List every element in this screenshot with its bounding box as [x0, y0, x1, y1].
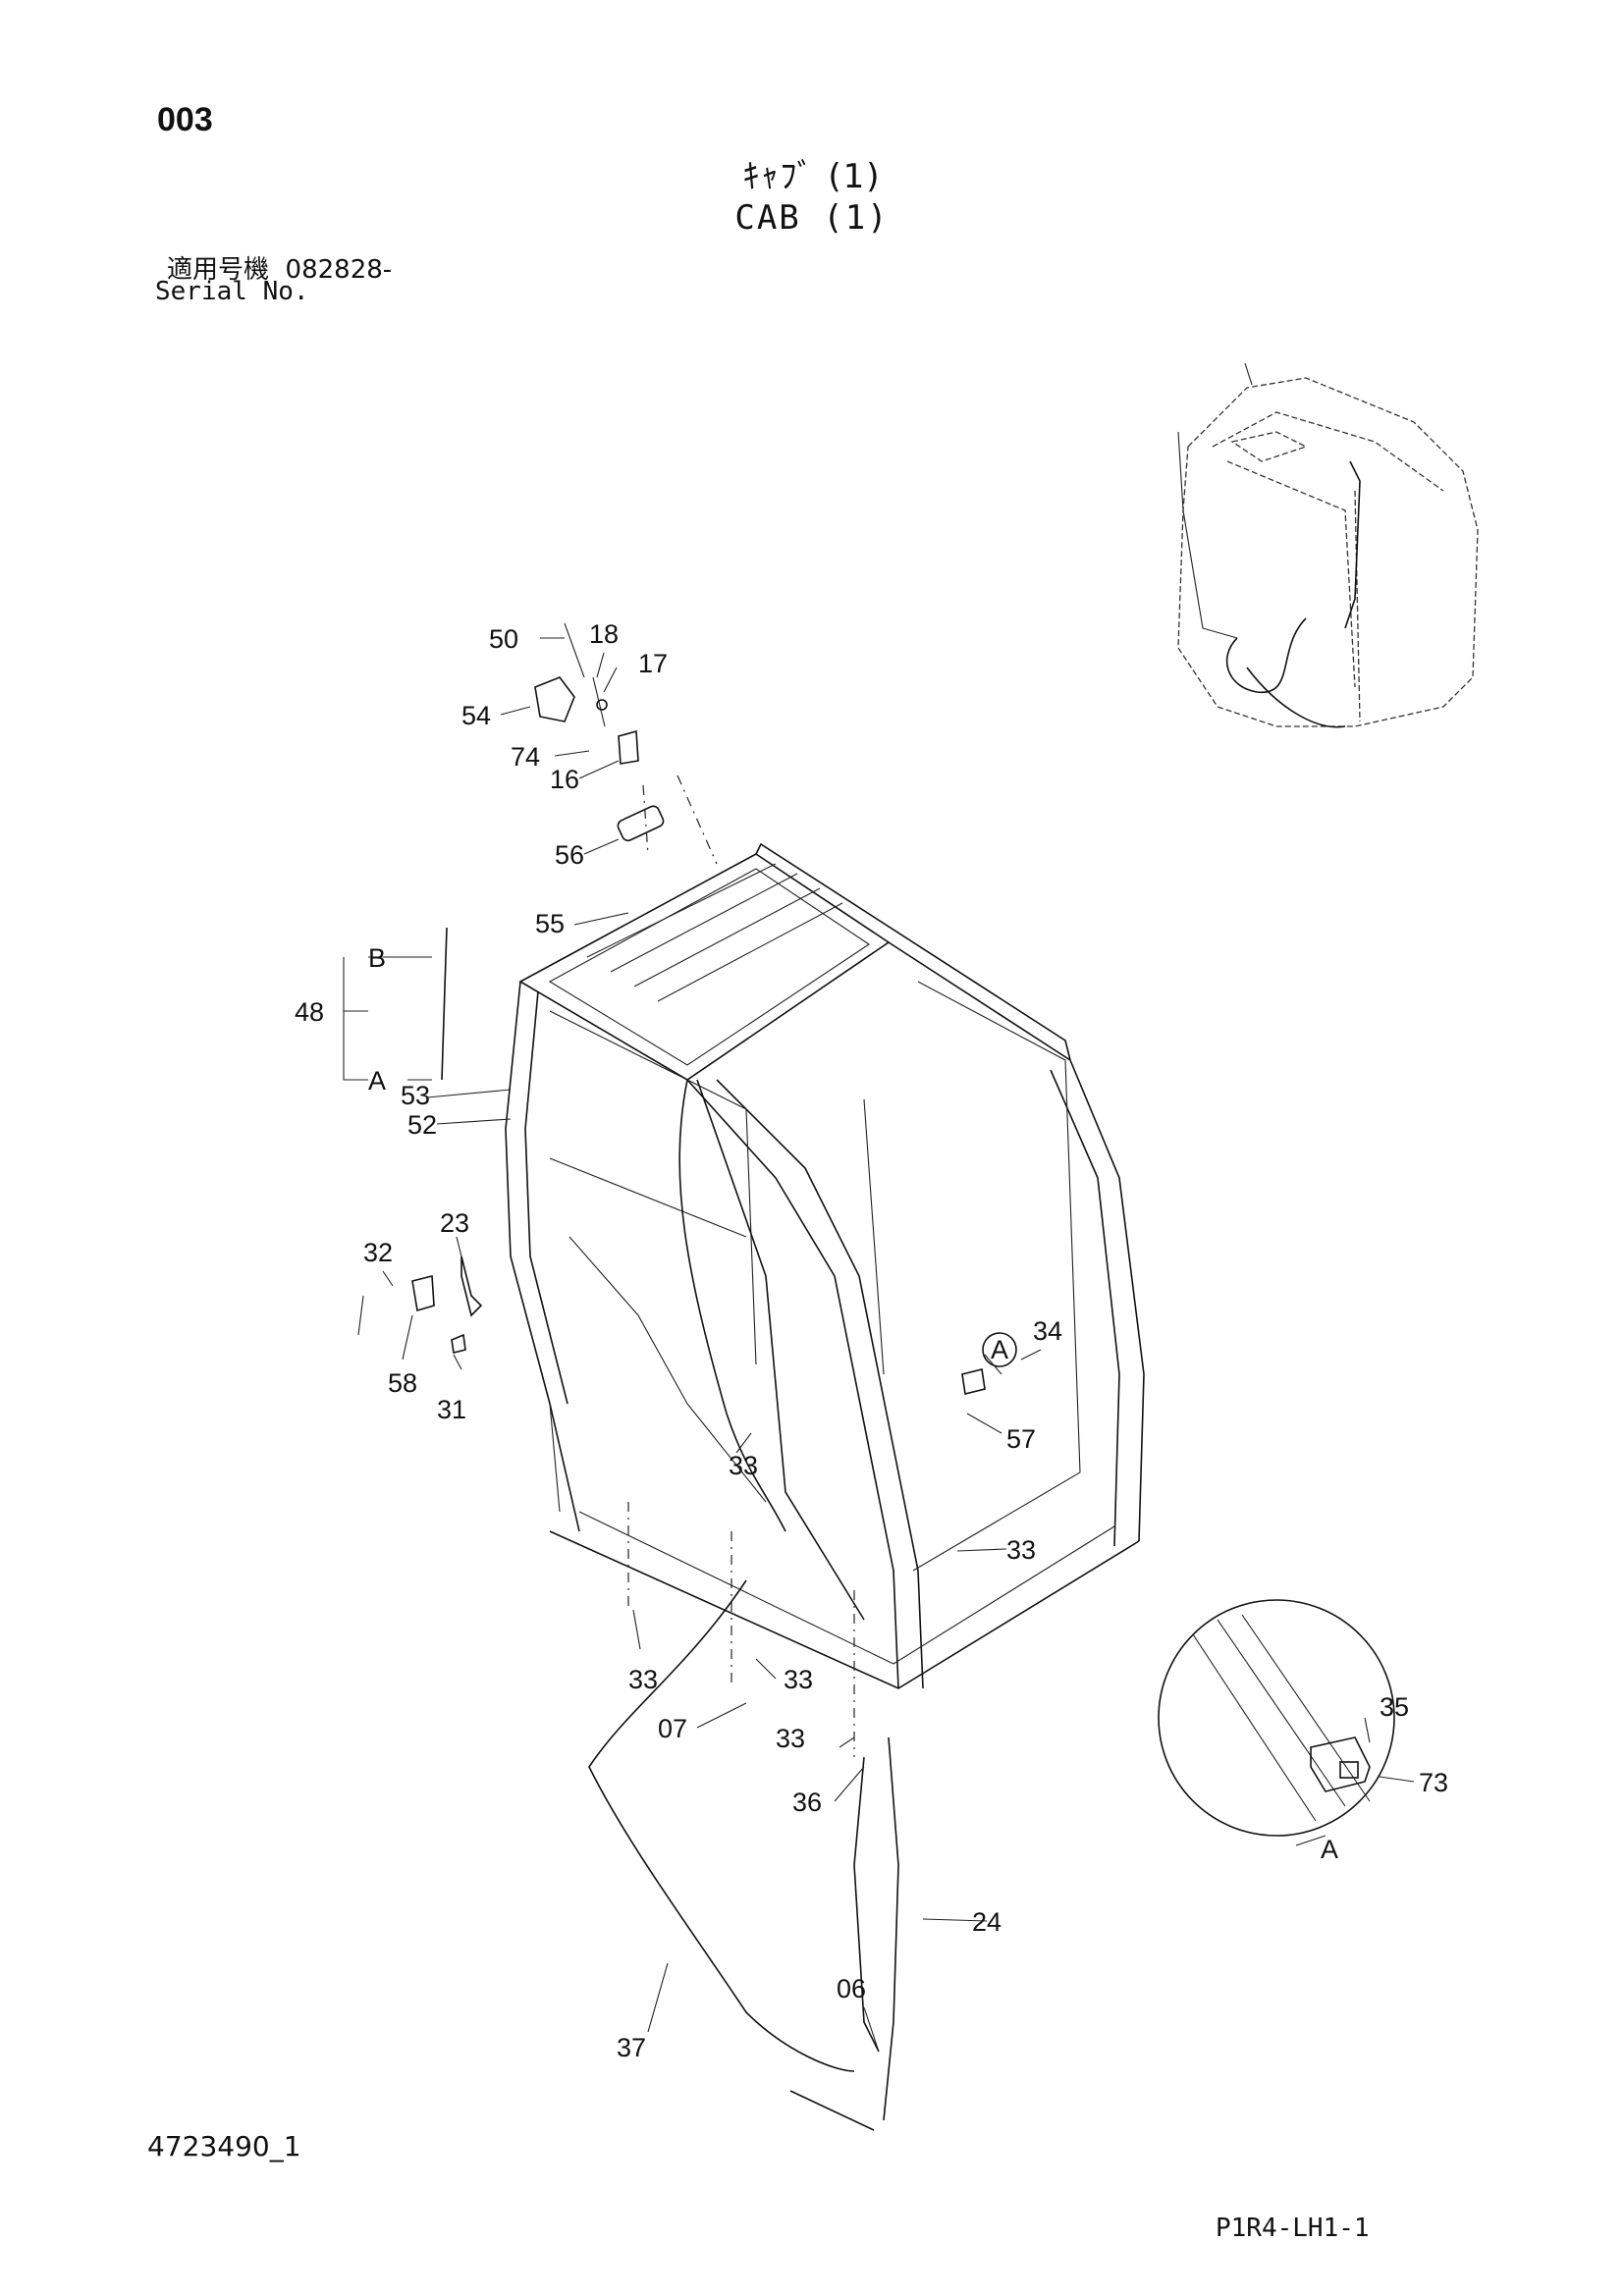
detail-a-title: A [1321, 1835, 1338, 1864]
part-label-33-lower-right: 33 [776, 1724, 805, 1753]
part-label-33-right: 33 [1006, 1535, 1036, 1565]
speaker-54 [534, 676, 575, 722]
part-label-56: 56 [555, 840, 584, 870]
part-label-33-center: 33 [729, 1451, 758, 1480]
detail-a-view [1158, 1599, 1415, 1846]
page-title-japanese: ｷｬﾌﾞ (1) [742, 157, 882, 196]
part-label-52: 52 [407, 1110, 437, 1140]
part-label-31: 31 [437, 1395, 466, 1424]
part-label-06: 06 [837, 1974, 866, 2003]
part-label-16: 16 [550, 765, 579, 794]
part-label-50: 50 [489, 624, 518, 654]
left-components [357, 927, 483, 1354]
part-label-33-lower-center: 33 [784, 1665, 813, 1694]
detail-a-marker-label: A [991, 1335, 1008, 1364]
part-label-74: 74 [511, 742, 540, 772]
page-code: 003 [157, 101, 213, 138]
part-label-17: 17 [638, 649, 668, 678]
part-label-32: 32 [363, 1238, 393, 1267]
switch-23 [460, 1255, 483, 1317]
serial-range: 適用号機 082828- [167, 249, 392, 286]
document-id: 4723490_1 [147, 2130, 301, 2163]
wiring-harness [588, 1079, 899, 2131]
assembly-centerlines [627, 774, 855, 1757]
part-label-b: B [368, 943, 386, 973]
part-label-58: 58 [388, 1368, 417, 1398]
part-label-23: 23 [440, 1208, 469, 1238]
detail-marker-a [982, 1332, 1017, 1367]
part-label-33-lower-left: 33 [628, 1665, 658, 1694]
page-reference: P1R4-LH1-1 [1216, 2214, 1370, 2243]
screw-73 [1339, 1761, 1359, 1779]
serial-label-japanese: 適用号機 [167, 255, 270, 285]
part-label-07: 07 [658, 1714, 687, 1743]
part-label-55: 55 [535, 909, 565, 938]
ceiling-lamp-56 [617, 805, 665, 842]
part-label-a: A [368, 1066, 386, 1095]
part-number-labels: 50 18 17 54 74 16 56 55 B 48 A 53 52 23 … [295, 619, 1448, 2062]
cable-48 [441, 927, 448, 1081]
right-components [961, 1332, 1017, 1395]
serial-value: 082828- [285, 255, 393, 285]
roof-parts [534, 622, 665, 842]
cab-frame [505, 842, 1145, 1689]
part-label-24: 24 [972, 1907, 1001, 1937]
part-label-37: 37 [617, 2033, 646, 2062]
part-label-35: 35 [1380, 1692, 1409, 1722]
part-label-18: 18 [589, 619, 619, 649]
page-title-english: CAB (1) [734, 198, 890, 238]
serial-label-english: Serial No. [155, 277, 309, 306]
part-label-36: 36 [792, 1788, 822, 1817]
part-label-54: 54 [461, 701, 491, 730]
clip-35 [1310, 1736, 1371, 1792]
cab-overview-thumbnail [1177, 362, 1479, 728]
latch-57 [961, 1368, 986, 1395]
part-label-57: 57 [1006, 1424, 1036, 1454]
leader-lines [343, 637, 1042, 2053]
part-label-73: 73 [1419, 1768, 1448, 1797]
bracket-16 [618, 729, 639, 765]
part-label-34: 34 [1033, 1316, 1062, 1346]
part-label-48: 48 [295, 997, 324, 1027]
part-label-53: 53 [401, 1081, 430, 1110]
